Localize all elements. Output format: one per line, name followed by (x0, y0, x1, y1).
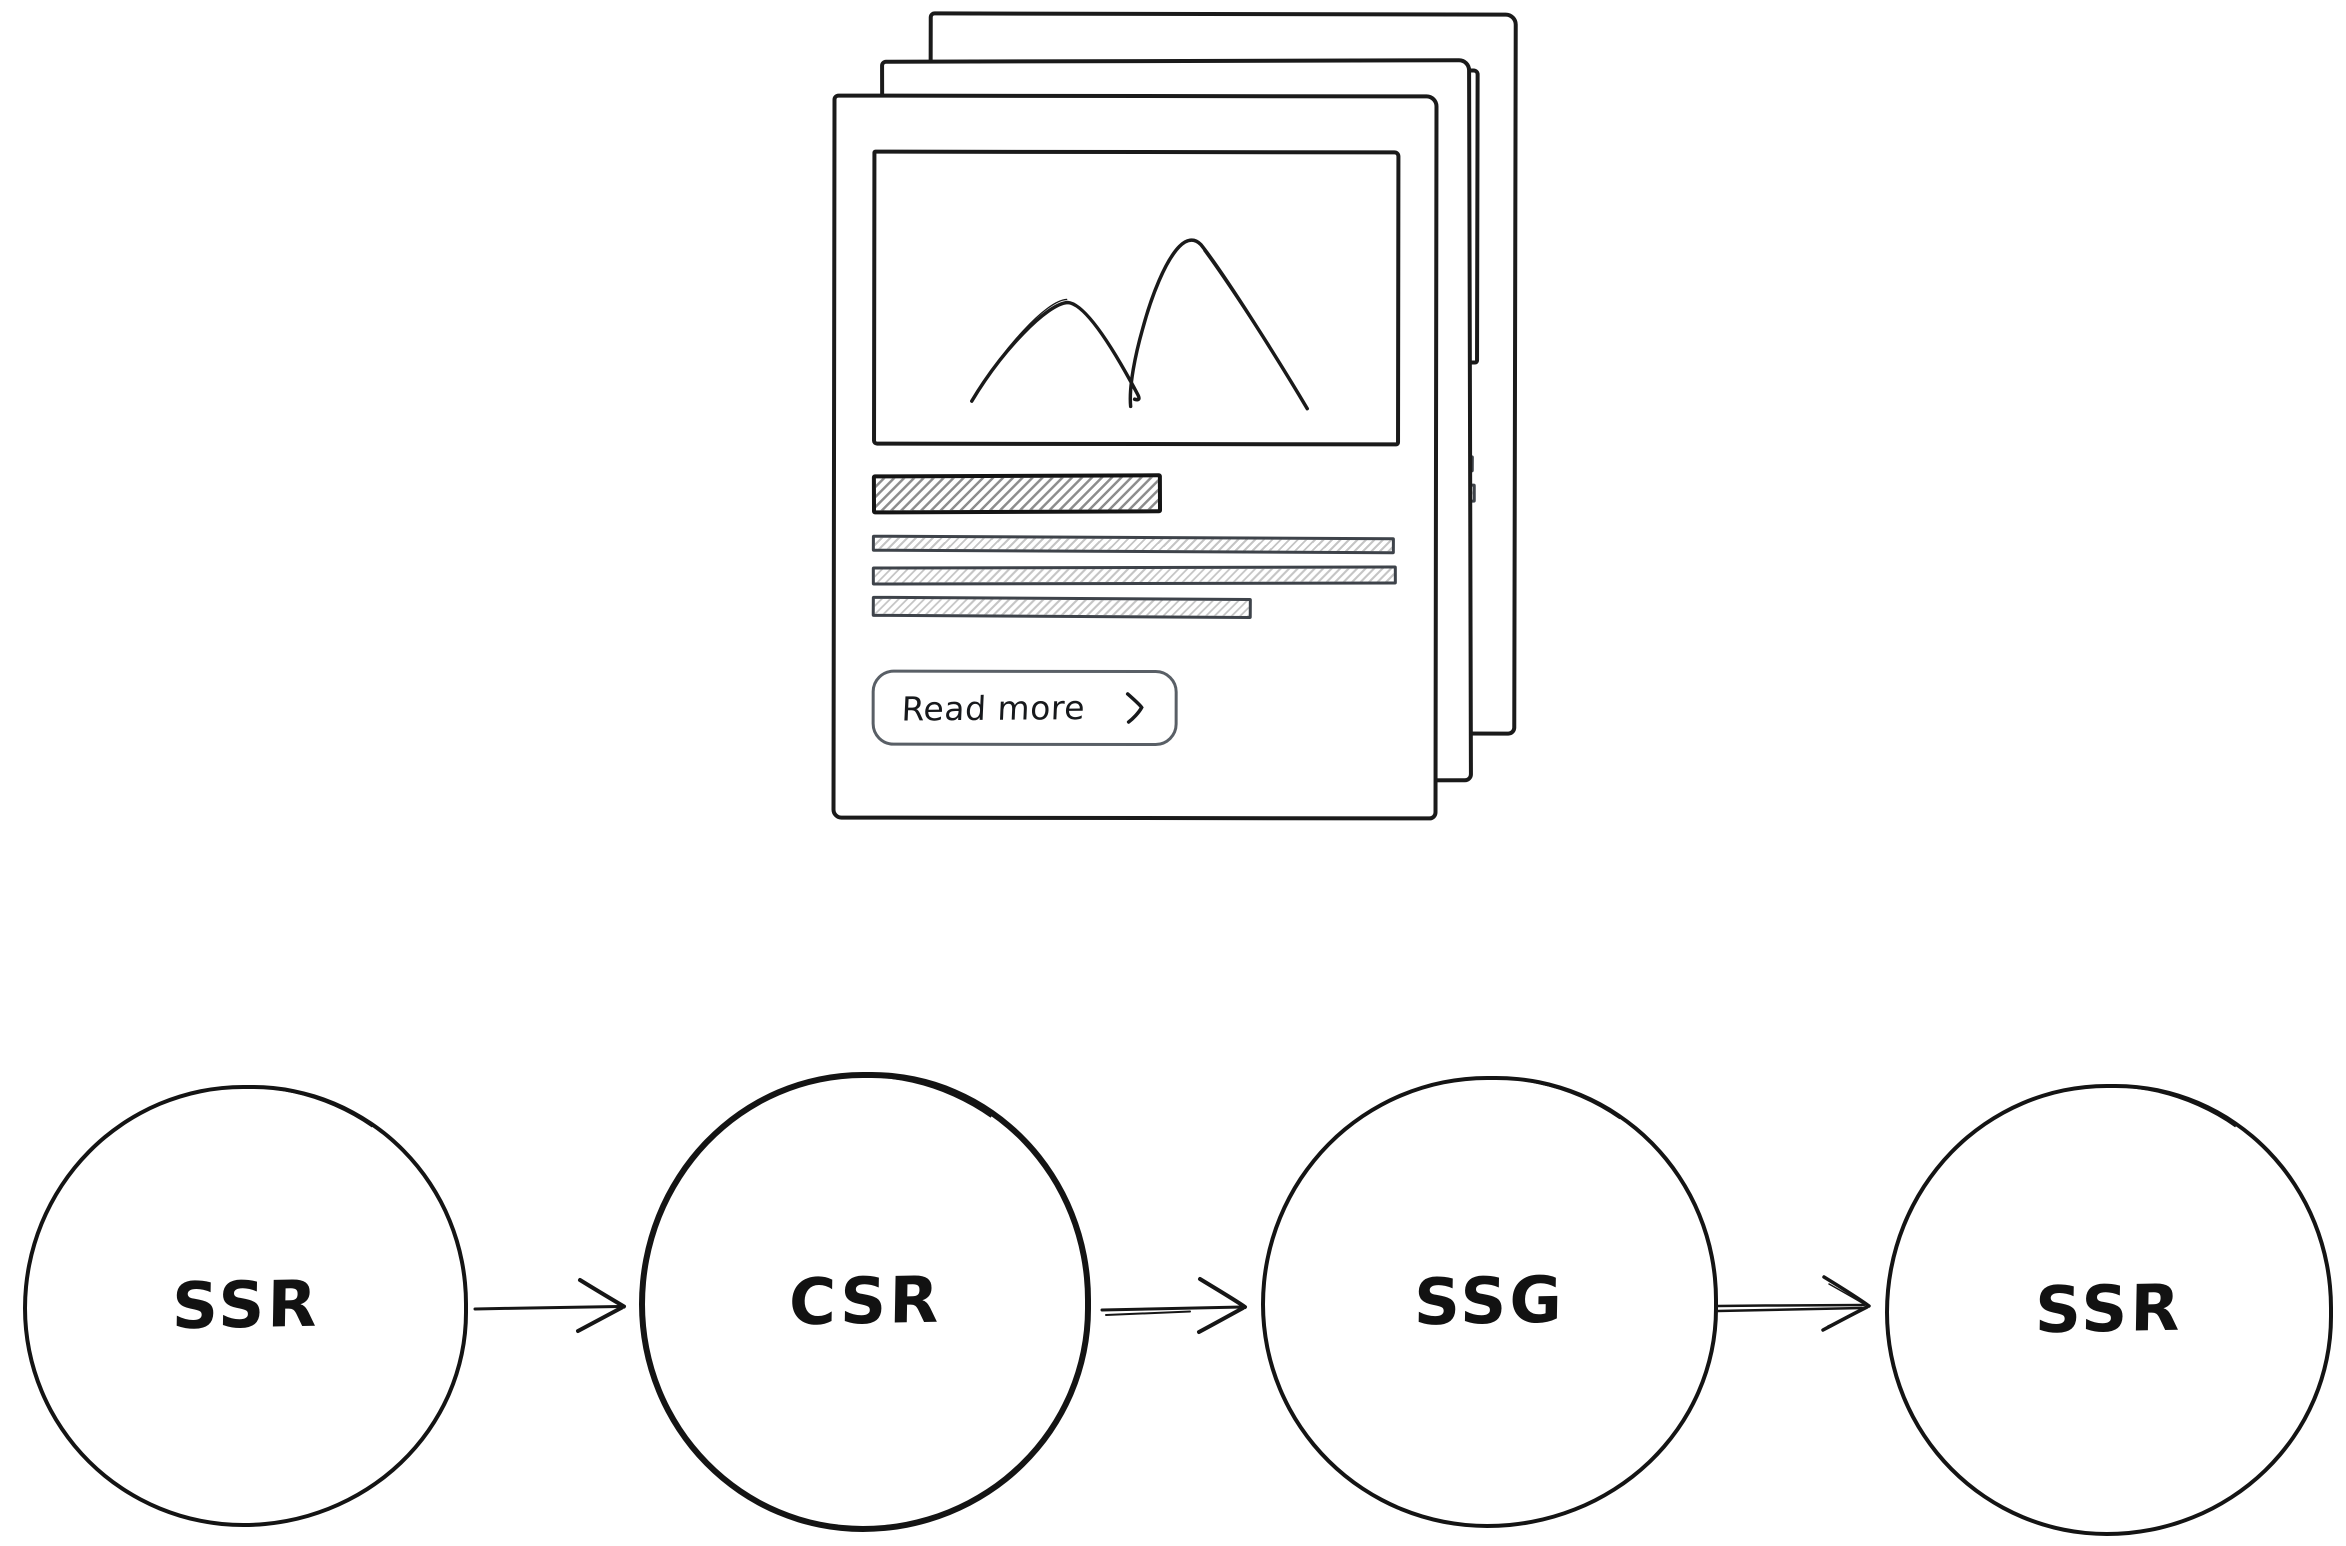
flow-node-ssg: SSG (1261, 1076, 1718, 1528)
arrow-right-1 (470, 1266, 646, 1346)
text-line-placeholder (871, 595, 1253, 619)
mountains-icon (970, 238, 1309, 411)
title-bar-placeholder (871, 473, 1163, 515)
arrow-right-2 (1094, 1266, 1266, 1346)
node-label: SSR (171, 1267, 320, 1345)
arrow-right-3 (1712, 1264, 1890, 1348)
flow-node-ssr-2: SSR (1885, 1084, 2333, 1536)
read-more-button[interactable]: Read more (871, 669, 1178, 747)
flow-node-csr: CSR (639, 1072, 1091, 1532)
flow-node-ssr-1: SSR (23, 1085, 468, 1527)
node-label: SSG (1413, 1263, 1566, 1341)
image-placeholder (872, 149, 1401, 447)
node-label: CSR (788, 1263, 942, 1341)
node-label: SSR (2034, 1271, 2184, 1349)
text-line-placeholder (871, 565, 1398, 586)
text-line-placeholder (871, 534, 1395, 555)
read-more-label: Read more (901, 687, 1087, 728)
card-front: Read more (831, 93, 1439, 821)
chevron-right-icon (1125, 692, 1144, 724)
